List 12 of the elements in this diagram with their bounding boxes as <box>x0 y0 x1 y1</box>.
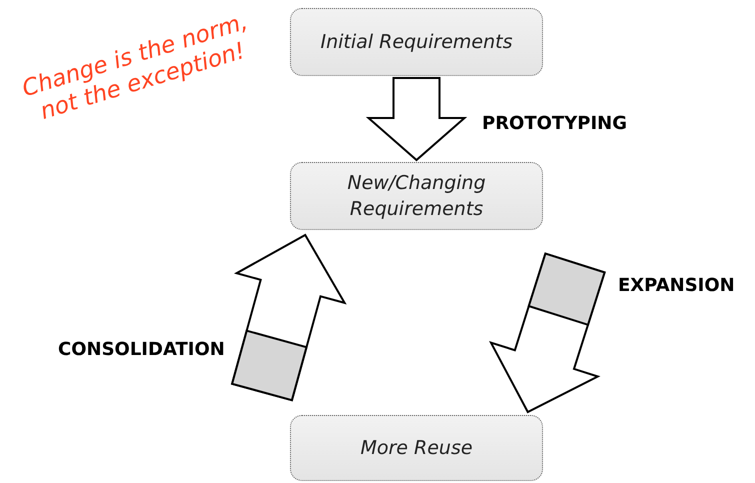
edge-label: EXPANSION <box>618 274 735 298</box>
box-label: Initial Requirements <box>320 30 512 55</box>
block-arrow <box>230 234 347 402</box>
box-label: More Reuse <box>360 436 473 461</box>
process-box <box>290 8 543 76</box>
process-box <box>290 415 543 481</box>
block-arrow <box>488 252 606 414</box>
edge-label: CONSOLIDATION <box>58 338 225 362</box>
process-box <box>290 162 543 230</box>
edge-label: PROTOTYPING <box>482 112 627 136</box>
box-label: New/Changing Requirements <box>346 171 487 222</box>
block-arrow <box>366 77 468 162</box>
